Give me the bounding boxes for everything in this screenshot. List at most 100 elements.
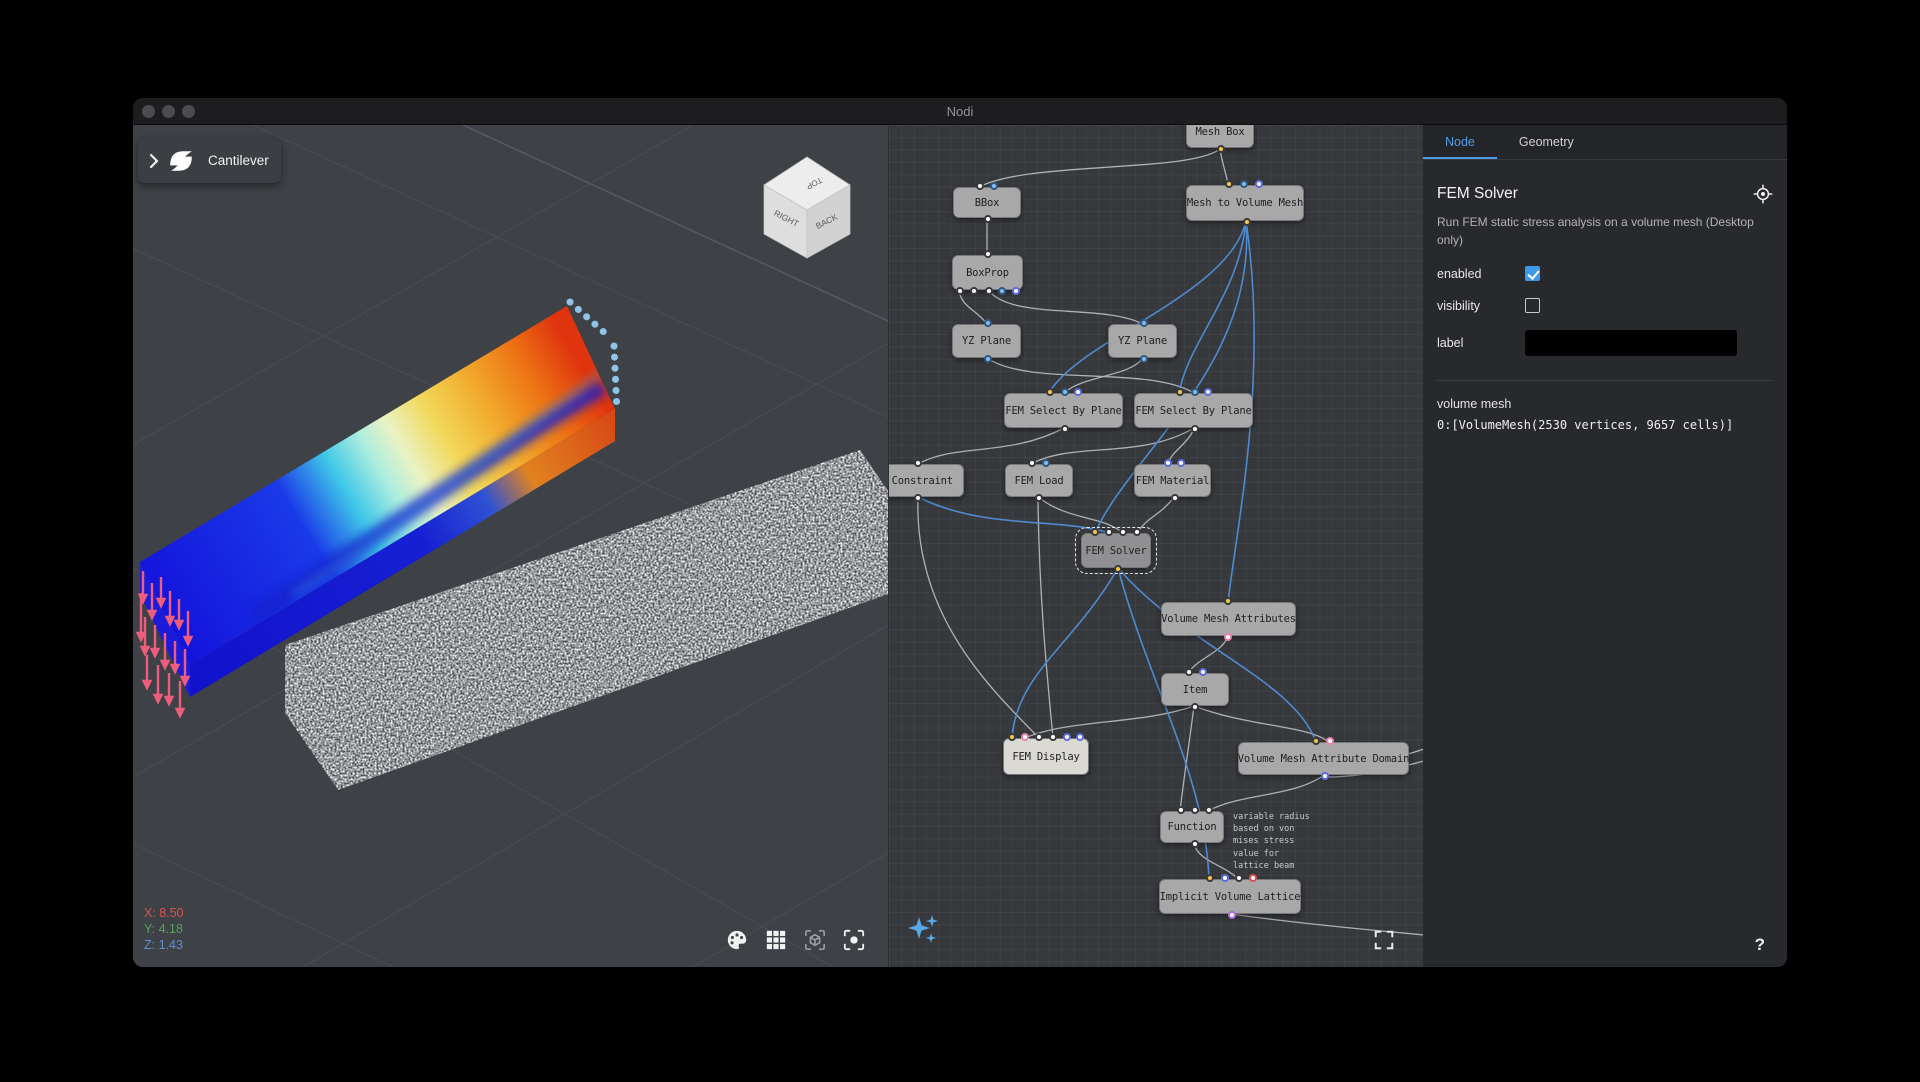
port[interactable] [1012,287,1020,295]
zoom-button[interactable] [182,105,195,118]
node-yz-plane-1[interactable]: YZ Plane [952,319,1021,363]
view-cube[interactable]: TOP RIGHT BACK [761,155,853,259]
node-yz-plane-2[interactable]: YZ Plane [1108,319,1177,363]
tab-geometry[interactable]: Geometry [1497,125,1596,159]
port[interactable] [956,287,964,295]
port[interactable] [1035,733,1043,741]
port[interactable] [1176,388,1184,396]
port[interactable] [914,494,922,502]
port[interactable] [1133,528,1141,536]
node-fem-select-by-plane-1[interactable]: FEM Select By Plane [1004,388,1123,433]
port[interactable] [1091,528,1099,536]
port[interactable] [1140,319,1148,327]
port[interactable] [1049,733,1057,741]
port[interactable] [1008,733,1016,741]
port[interactable] [1206,874,1214,882]
node-volume-mesh-attribute-domain[interactable]: Volume Mesh Attribute Domain [1238,737,1409,780]
node-editor[interactable]: Mesh Box BBox Mesh to Volume Mesh BoxPro… [888,125,1423,967]
port[interactable] [1191,703,1199,711]
label-input[interactable] [1525,330,1737,356]
port[interactable] [1042,459,1050,467]
port[interactable] [1249,874,1257,882]
port[interactable] [1191,806,1199,814]
port[interactable] [1119,528,1127,536]
port[interactable] [1255,180,1263,188]
port[interactable] [1204,388,1212,396]
port[interactable] [970,287,978,295]
port[interactable] [984,215,992,223]
enabled-checkbox[interactable] [1525,266,1540,281]
node-item[interactable]: Item [1161,668,1229,711]
port[interactable] [1205,806,1213,814]
node-volume-mesh-attributes[interactable]: Volume Mesh Attributes [1161,597,1296,641]
port[interactable] [1177,459,1185,467]
port[interactable] [976,182,984,190]
port[interactable] [1312,737,1320,745]
port[interactable] [1021,733,1029,741]
port[interactable] [1243,218,1251,226]
port[interactable] [990,182,998,190]
node-bbox[interactable]: BBox [953,182,1021,223]
port[interactable] [1221,874,1229,882]
port[interactable] [1061,425,1069,433]
cube-scan-icon[interactable] [804,929,826,951]
port[interactable] [1076,733,1084,741]
port[interactable] [1074,388,1082,396]
node-fem-constraint[interactable]: FEM Constraint [889,459,964,502]
palette-icon[interactable] [726,929,748,951]
viewport-3d[interactable]: Cantilever TOP RIGHT BACK X: 8.50 Y: 4.1… [133,125,888,967]
port[interactable] [1046,388,1054,396]
port[interactable] [1228,911,1236,919]
node-fem-load[interactable]: FEM Load [1005,459,1073,502]
port[interactable] [998,287,1006,295]
port[interactable] [1028,459,1036,467]
port[interactable] [1321,772,1329,780]
close-button[interactable] [142,105,155,118]
port[interactable] [1224,597,1232,605]
port[interactable] [1114,565,1122,573]
node-mesh-to-volume-mesh[interactable]: Mesh to Volume Mesh [1186,180,1304,226]
port[interactable] [1240,180,1248,188]
node-boxprop[interactable]: BoxProp [952,250,1023,295]
view-cube-right-face[interactable] [806,184,851,259]
port[interactable] [1225,180,1233,188]
node-function[interactable]: Function [1160,806,1224,848]
port[interactable] [914,459,922,467]
node-fem-select-by-plane-2[interactable]: FEM Select By Plane [1134,388,1253,433]
ai-sparkles-icon[interactable] [907,913,943,949]
port[interactable] [984,355,992,363]
port[interactable] [985,287,993,295]
tab-node[interactable]: Node [1423,125,1497,159]
port[interactable] [1164,459,1172,467]
port[interactable] [1185,668,1193,676]
focus-icon[interactable] [843,929,865,951]
port[interactable] [1063,733,1071,741]
visibility-checkbox[interactable] [1525,298,1540,313]
port[interactable] [1326,737,1334,745]
fit-view-icon[interactable] [1373,929,1395,951]
port[interactable] [1140,355,1148,363]
node-fem-display[interactable]: FEM Display [1003,733,1089,775]
locate-node-icon[interactable] [1753,184,1773,204]
node-implicit-volume-lattice[interactable]: Implicit Volume Lattice [1159,874,1301,919]
grid-icon[interactable] [765,929,787,951]
minimize-button[interactable] [162,105,175,118]
port[interactable] [1105,528,1113,536]
port[interactable] [1217,145,1225,153]
port[interactable] [1235,874,1243,882]
port[interactable] [1199,668,1207,676]
port[interactable] [984,319,992,327]
port[interactable] [1224,633,1232,641]
port[interactable] [1035,494,1043,502]
node-fem-solver[interactable]: FEM Solver [1075,527,1157,574]
port[interactable] [1191,388,1199,396]
port[interactable] [1177,806,1185,814]
port[interactable] [1191,840,1199,848]
node-mesh-box[interactable]: Mesh Box [1186,125,1254,153]
port[interactable] [1191,425,1199,433]
port[interactable] [1061,388,1069,396]
scene-button[interactable]: Cantilever [138,138,281,183]
port[interactable] [984,250,992,258]
node-fem-material[interactable]: FEM Material [1134,459,1211,502]
help-button[interactable]: ? [1754,935,1765,954]
